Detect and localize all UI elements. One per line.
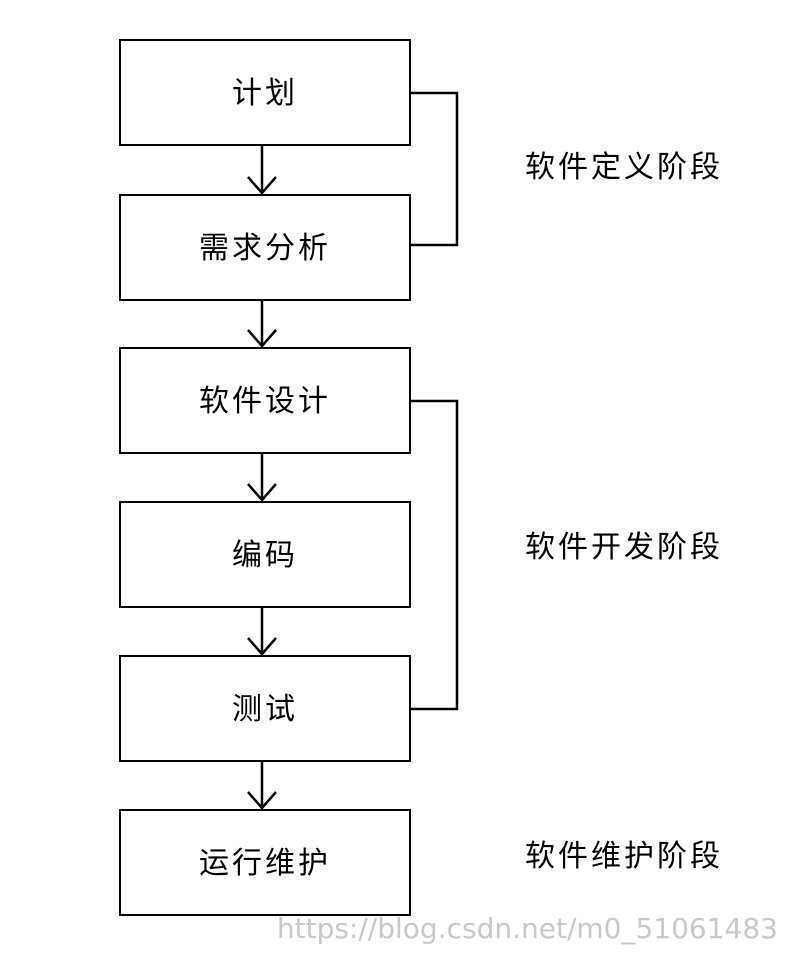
step-label-design: 软件设计 <box>199 384 331 419</box>
bracket-development-phase <box>410 399 459 711</box>
arrow-testing-to-maintenance <box>247 761 277 810</box>
step-box-testing <box>119 655 411 762</box>
step-label-plan: 计划 <box>232 76 298 111</box>
watermark-text: https://blog.csdn.net/m0_51061483 <box>277 912 778 945</box>
step-label-maintenance: 运行维护 <box>199 846 331 881</box>
step-label-requirements: 需求分析 <box>199 231 331 266</box>
step-box-coding <box>119 501 411 608</box>
step-box-requirements <box>119 194 411 301</box>
step-box-maintenance <box>119 809 411 916</box>
bracket-definition-phase <box>410 91 459 247</box>
step-box-plan <box>119 39 411 146</box>
step-box-design <box>119 347 411 454</box>
arrow-requirements-to-design <box>247 300 277 348</box>
phase-label-maintenance: 软件维护阶段 <box>525 839 723 874</box>
arrow-design-to-coding <box>247 453 277 502</box>
arrow-plan-to-requirements <box>247 145 277 195</box>
step-label-coding: 编码 <box>232 538 298 573</box>
arrow-coding-to-testing <box>247 607 277 656</box>
step-label-testing: 测试 <box>232 692 298 727</box>
phase-label-definition: 软件定义阶段 <box>525 150 723 185</box>
phase-label-development: 软件开发阶段 <box>525 530 723 565</box>
